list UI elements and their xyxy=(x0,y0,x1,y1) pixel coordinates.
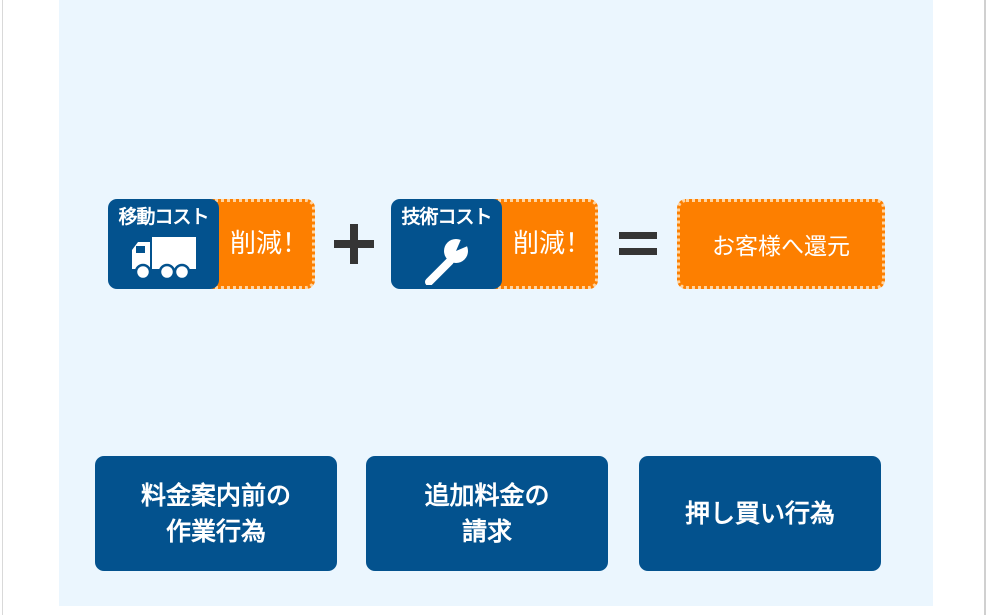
wrench-icon xyxy=(425,237,470,285)
moving-cost-reduce-box: 削減！ xyxy=(200,199,315,289)
customer-return-box: お客様へ還元 xyxy=(677,199,885,289)
issue-line-2: 作業行為 xyxy=(165,516,266,546)
issue-line-1: 料金案内前の xyxy=(140,480,291,510)
plus-sign-icon xyxy=(334,224,374,264)
customer-return-label: お客様へ還元 xyxy=(712,234,850,260)
issue-line-2: 請求 xyxy=(461,516,512,546)
technical-cost-reduce-label: 削減！ xyxy=(513,229,592,259)
moving-cost-reduce-label: 削減！ xyxy=(230,229,309,259)
technical-cost-card: 技術コスト 削減！ xyxy=(391,199,598,289)
technical-cost-title: 技術コスト xyxy=(401,206,492,228)
issue-card-forced-purchase: 押し買い行為 xyxy=(639,456,881,571)
technical-cost-reduce-box: 削減！ xyxy=(483,199,598,289)
issue-line-1: 押し買い行為 xyxy=(684,498,835,528)
truck-icon xyxy=(132,237,196,281)
page-frame-left-border xyxy=(2,0,3,615)
issue-card-additional-charges: 追加料金の 請求 xyxy=(366,456,608,571)
moving-cost-label-box: 移動コスト xyxy=(108,199,219,289)
issue-card-pre-quote-work: 料金案内前の 作業行為 xyxy=(95,456,337,571)
moving-cost-card: 移動コスト 削減！ xyxy=(108,199,315,289)
page-frame-right-border xyxy=(984,0,986,615)
moving-cost-title: 移動コスト xyxy=(118,206,209,228)
issue-line-1: 追加料金の xyxy=(424,480,550,510)
equals-sign-icon xyxy=(619,232,657,256)
technical-cost-label-box: 技術コスト xyxy=(391,199,502,289)
